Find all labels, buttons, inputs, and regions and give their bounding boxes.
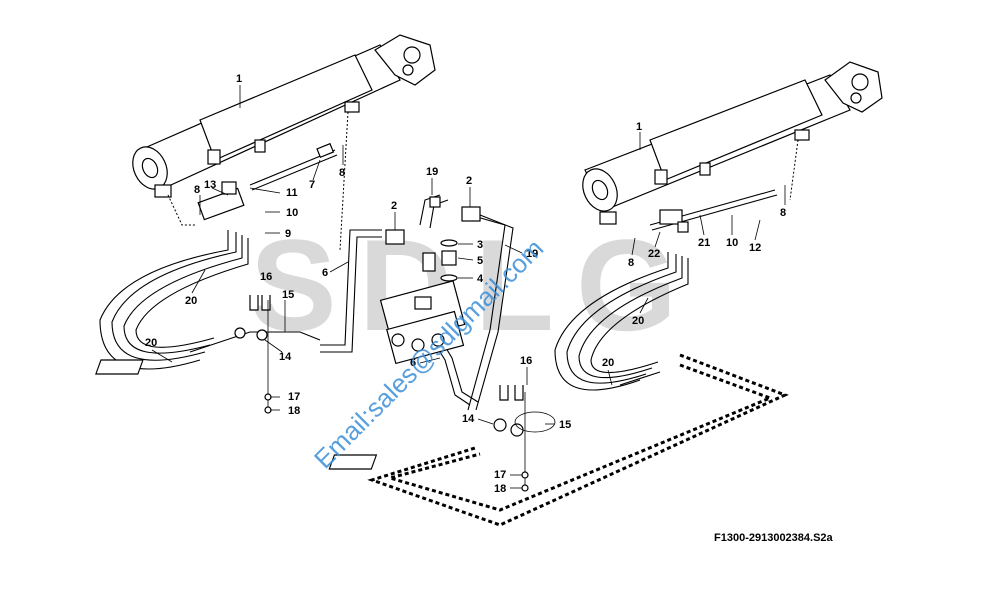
callout-20-left-b: 20 [145, 337, 157, 349]
callout-15-right: 15 [559, 419, 571, 431]
callout-16-left: 16 [260, 271, 272, 283]
callout-3: 3 [477, 239, 483, 251]
callout-4: 4 [477, 273, 484, 285]
left-hose-14 [189, 331, 321, 353]
callout-5: 5 [477, 255, 483, 267]
callout-8-left-b: 8 [339, 167, 345, 179]
left-hose-loops [99, 230, 249, 370]
right-mount-bracket [328, 454, 378, 470]
callout-14-center: 14 [462, 413, 475, 425]
callout-18-left: 18 [288, 405, 300, 417]
callout-leaders [151, 85, 786, 489]
callout-8-right-b: 8 [628, 257, 634, 269]
callout-2-right: 2 [466, 175, 472, 187]
center-connector-2b [461, 206, 481, 222]
callout-17-right: 17 [494, 469, 506, 481]
callout-16-right: 16 [520, 355, 532, 367]
callout-2-left: 2 [391, 200, 397, 212]
callout-13: 13 [204, 179, 216, 191]
callout-17-left: 17 [288, 391, 300, 403]
left-mount-bracket [95, 359, 144, 375]
callout-7: 7 [309, 179, 315, 191]
callout-20-left-a: 20 [185, 295, 197, 307]
callout-11: 11 [286, 187, 298, 199]
callout-numbers: 1 13 8 11 10 9 7 8 20 16 15 20 14 17 18 … [145, 73, 786, 495]
callout-12: 12 [749, 242, 761, 254]
callout-18-right: 18 [494, 483, 506, 495]
center-pipes [320, 194, 514, 411]
right-lift-cylinder [582, 61, 883, 225]
callout-19-top: 19 [426, 166, 438, 178]
seal-3 [440, 239, 458, 247]
figure-code: F1300-2913002384.S2a [714, 532, 834, 544]
callout-9: 9 [285, 228, 291, 240]
left-valve-block [197, 187, 245, 221]
right-cylinder-leader [789, 139, 799, 201]
callout-22: 22 [648, 248, 660, 260]
left-lift-cylinder [132, 34, 436, 198]
right-valve-block [659, 209, 683, 225]
callout-14-left: 14 [279, 351, 292, 363]
left-cylinder-leader [339, 111, 349, 251]
center-connector-2a [385, 229, 405, 245]
adapter-5 [441, 250, 457, 266]
callout-6-left: 6 [322, 267, 328, 279]
brand-watermark: SDLG [250, 212, 699, 358]
callout-8-right-a: 8 [780, 207, 786, 219]
seal-4 [440, 274, 458, 282]
callout-20-right-b: 20 [602, 357, 614, 369]
callout-21: 21 [698, 237, 710, 249]
callout-10-right: 10 [726, 237, 738, 249]
callout-8-left-a: 8 [194, 184, 200, 196]
callout-10-left: 10 [286, 207, 298, 219]
dashed-routing-line [367, 353, 789, 527]
callout-20-right-a: 20 [632, 315, 644, 327]
center-control-valve [379, 280, 466, 365]
callout-1-right: 1 [636, 121, 642, 133]
callout-15-left: 15 [282, 289, 294, 301]
adapter-center [422, 252, 436, 272]
left-cylinder-port-leader [167, 194, 196, 226]
callout-6-center: 6 [410, 357, 416, 369]
callout-19-right: 19 [526, 248, 538, 260]
callout-1-left: 1 [236, 73, 242, 85]
